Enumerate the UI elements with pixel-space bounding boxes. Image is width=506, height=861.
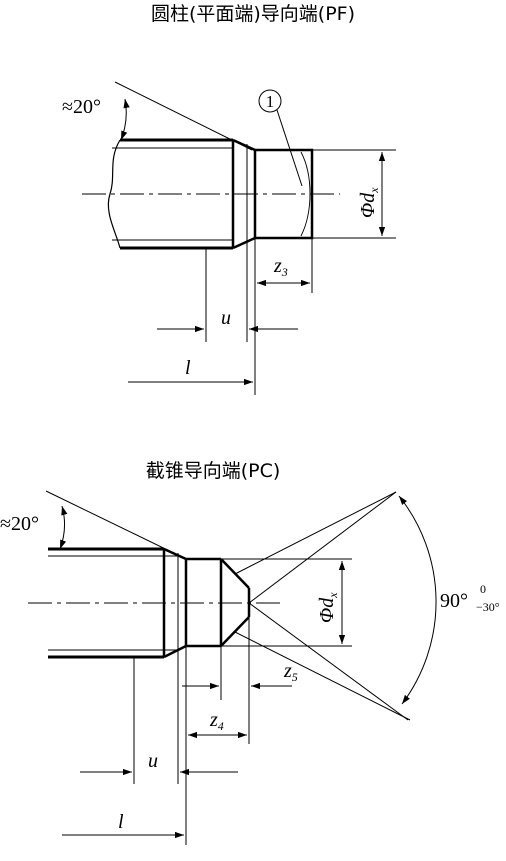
pc-cone-tol-lower: −30° bbox=[476, 600, 500, 614]
pf-z3-dimension bbox=[254, 238, 313, 395]
pc-z4-label: z4 bbox=[209, 709, 224, 733]
pf-callout-number: 1 bbox=[266, 92, 275, 111]
pc-cone-angle-main: 90° bbox=[440, 590, 468, 612]
pc-l-label: l bbox=[118, 811, 124, 833]
pc-z5-label: z5 bbox=[283, 660, 298, 684]
pc-diameter-label: Φdx bbox=[316, 592, 340, 623]
svg-text:Φdx: Φdx bbox=[357, 187, 381, 218]
pf-thread-body bbox=[107, 138, 256, 250]
pf-view: 圆柱(平面端)导向端(PF) ≈20° 1 bbox=[62, 3, 396, 395]
pf-l-label: l bbox=[185, 357, 191, 379]
pf-diameter-label: Φdx bbox=[357, 187, 381, 218]
pc-thread-body bbox=[48, 547, 187, 659]
pc-title: 截锥导向端(PC) bbox=[146, 460, 281, 482]
pc-view: 截锥导向端(PC) ≈20° bbox=[0, 460, 500, 845]
pc-diameter-dimension bbox=[221, 558, 352, 647]
pc-u-dimension bbox=[80, 653, 238, 784]
pf-u-label: u bbox=[221, 307, 231, 329]
pc-angle-label: ≈20° bbox=[0, 513, 39, 535]
pc-cone-angle-dimension bbox=[234, 491, 437, 721]
svg-text:Φdx: Φdx bbox=[316, 592, 340, 623]
pc-angle-dimension bbox=[45, 490, 187, 560]
pc-u-label: u bbox=[148, 750, 158, 772]
pf-z3-label: z3 bbox=[273, 255, 288, 279]
pc-z4-dimension bbox=[185, 646, 247, 845]
pf-angle-dimension bbox=[114, 81, 253, 151]
pf-diameter-dimension bbox=[312, 149, 396, 239]
pc-cone-angle-label: 90° 0 −30° bbox=[440, 582, 500, 614]
pf-u-dimension bbox=[157, 244, 298, 342]
pf-callout: 1 bbox=[258, 89, 303, 187]
pf-title: 圆柱(平面端)导向端(PF) bbox=[151, 3, 355, 25]
pc-z5-dimension bbox=[182, 617, 292, 744]
pc-cone-tol-upper: 0 bbox=[480, 582, 486, 596]
pf-angle-label: ≈20° bbox=[62, 96, 101, 118]
